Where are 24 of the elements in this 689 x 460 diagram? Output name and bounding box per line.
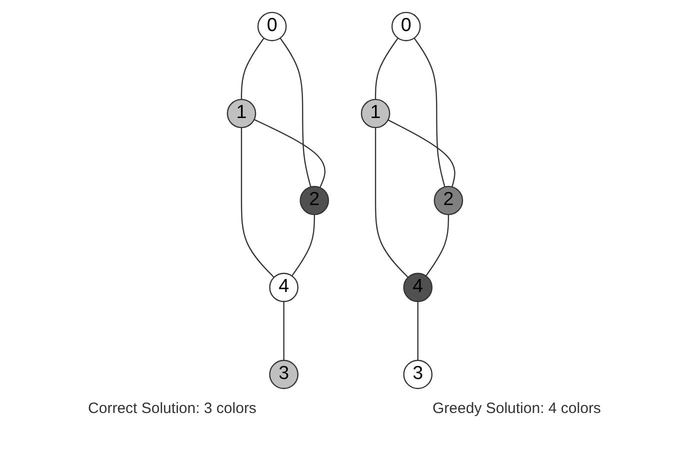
connector bbox=[240, 37, 264, 99]
node-circle: 3 bbox=[402, 359, 432, 389]
connector bbox=[416, 301, 418, 360]
connector bbox=[240, 127, 274, 278]
caption-text: Correct Solution: 3 colors bbox=[88, 400, 256, 417]
connector bbox=[282, 301, 284, 360]
node-circle: 1 bbox=[360, 98, 390, 128]
connector bbox=[387, 118, 455, 187]
node-circle: 2 bbox=[299, 185, 329, 215]
node-circle: 0 bbox=[390, 11, 420, 41]
node-circle: 4 bbox=[268, 272, 298, 302]
node-circle: 4 bbox=[402, 272, 432, 302]
connector bbox=[413, 37, 445, 187]
connector bbox=[374, 37, 398, 99]
connector bbox=[253, 118, 326, 188]
node-circle: 1 bbox=[226, 98, 256, 128]
caption-text: Greedy Solution: 4 colors bbox=[432, 400, 601, 417]
connector bbox=[279, 37, 311, 187]
connector bbox=[374, 127, 408, 278]
connector bbox=[290, 214, 314, 276]
node-circle: 3 bbox=[268, 359, 298, 389]
node-circle: 0 bbox=[256, 11, 286, 41]
node-circle: 2 bbox=[433, 185, 463, 215]
connector bbox=[425, 214, 449, 276]
